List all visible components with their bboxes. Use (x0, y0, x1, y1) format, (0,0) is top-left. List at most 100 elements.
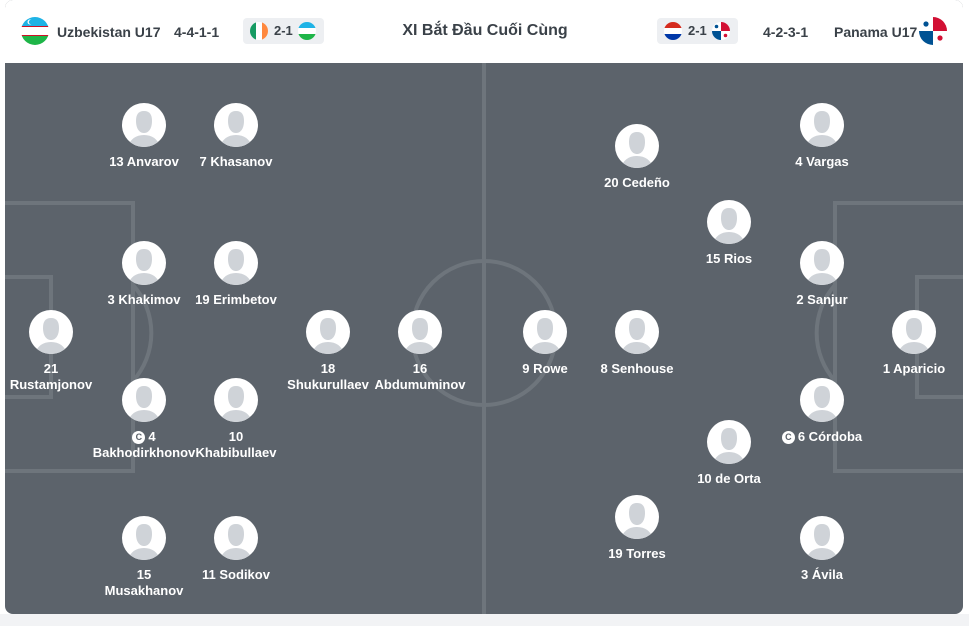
home-player[interactable]: 11 Sodikov (171, 516, 301, 583)
player-name-line: 18 (263, 361, 393, 377)
player-avatar (306, 310, 350, 354)
away-player[interactable]: 2 Sanjur (757, 241, 887, 308)
ireland-flag-icon (250, 22, 268, 40)
home-player[interactable]: 7 Khasanov (171, 103, 301, 170)
away-player[interactable]: 3 Ávila (757, 516, 887, 583)
player-name-line: 2 Sanjur (757, 292, 887, 308)
player-name-line: 9 Rowe (480, 361, 610, 377)
player-avatar (615, 124, 659, 168)
panama-flag-icon (712, 22, 730, 40)
home-player[interactable]: 19 Erimbetov (171, 241, 301, 308)
player-name-text: 13 Anvarov (109, 154, 179, 169)
player-name: 11 Sodikov (171, 567, 301, 583)
lineup-title: XI Bắt Đầu Cuối Cùng (402, 22, 568, 39)
player-name-line: 10 de Orta (664, 471, 794, 487)
player-avatar (214, 103, 258, 147)
home-player[interactable]: 13 Anvarov (79, 103, 209, 170)
player-name: 2 Sanjur (757, 292, 887, 308)
lineup-panel: Uzbekistan U17 4-4-1-1 2-1 XI Bắt Đầu Cu… (5, 0, 963, 614)
away-player[interactable]: 4 Vargas (757, 103, 887, 170)
player-name-line: Bakhodirkhonov (92, 445, 196, 460)
away-team-name[interactable]: Panama U17 (834, 24, 918, 40)
player-name-line: 21 (5, 361, 116, 377)
home-formation: 4-4-1-1 (174, 24, 220, 40)
player-name-line: 3 Ávila (757, 567, 887, 583)
player-name-text: 10 (228, 429, 244, 444)
away-player[interactable]: 9 Rowe (480, 310, 610, 377)
player-name: 4 Vargas (757, 154, 887, 170)
player-name: 20 Cedeño (572, 175, 702, 191)
player-name-line: 15 Rios (664, 251, 794, 267)
player-avatar (122, 241, 166, 285)
player-name-line: 19 Erimbetov (171, 292, 301, 308)
away-player[interactable]: 10 de Orta (664, 420, 794, 487)
player-name-text: 19 Erimbetov (195, 292, 277, 307)
player-avatar (214, 378, 258, 422)
lineup-header: Uzbekistan U17 4-4-1-1 2-1 XI Bắt Đầu Cu… (5, 0, 963, 63)
uzbekistan-flag-icon (298, 22, 316, 40)
away-player[interactable]: 8 Senhouse (572, 310, 702, 377)
player-name-text: 16 (412, 361, 428, 376)
player-name: 19 Erimbetov (171, 292, 301, 308)
away-player[interactable]: 20 Cedeño (572, 124, 702, 191)
away-formation: 4-2-3-1 (763, 24, 809, 40)
player-name-text: 1 Aparicio (882, 361, 946, 376)
player-avatar (29, 310, 73, 354)
player-name-line: 7 Khasanov (171, 154, 301, 170)
player-name-text: 4 (148, 429, 156, 444)
home-last-result-badge[interactable]: 2-1 (243, 18, 324, 44)
player-avatar (398, 310, 442, 354)
player-name: 15 Rios (664, 251, 794, 267)
player-name-text: 8 Senhouse (600, 361, 674, 376)
player-avatar (523, 310, 567, 354)
player-name-text: 15 (136, 567, 152, 582)
player-avatar (122, 378, 166, 422)
player-avatar (707, 200, 751, 244)
home-player[interactable]: 3 Khakimov (79, 241, 209, 308)
player-name: 19 Torres (572, 546, 702, 562)
player-name: 13 Anvarov (79, 154, 209, 170)
away-player[interactable]: 15 Rios (664, 200, 794, 267)
player-name-text: 4 Vargas (795, 154, 849, 169)
player-name-line: 13 Anvarov (79, 154, 209, 170)
panama-flag-icon (919, 17, 947, 45)
away-last-result-badge[interactable]: 2-1 (657, 18, 738, 44)
paraguay-flag-icon (664, 22, 682, 40)
player-avatar (892, 310, 936, 354)
player-name-line: 15 (79, 567, 209, 583)
player-name-line: Musakhanov (104, 583, 184, 598)
player-name-line: Khabibullaev (195, 445, 277, 460)
player-name-text: 3 Khakimov (107, 292, 181, 307)
player-name: 9 Rowe (480, 361, 610, 377)
player-avatar (615, 495, 659, 539)
player-name: 7 Khasanov (171, 154, 301, 170)
player-name-line: Shukurullaev (287, 377, 369, 392)
away-last-result-score: 2-1 (688, 23, 707, 38)
captain-badge-icon: C (132, 431, 146, 444)
player-name-text: 11 Sodikov (202, 567, 270, 582)
player-avatar (122, 103, 166, 147)
away-player[interactable]: 1 Aparicio (849, 310, 963, 377)
home-team-name[interactable]: Uzbekistan U17 (57, 24, 161, 40)
player-name-text: 9 Rowe (522, 361, 568, 376)
away-player[interactable]: 19 Torres (572, 495, 702, 562)
uzbekistan-flag-icon (21, 17, 49, 45)
player-name-line: 20 Cedeño (572, 175, 702, 191)
player-name-text: 19 Torres (608, 546, 666, 561)
player-name-text: 18 (320, 361, 336, 376)
